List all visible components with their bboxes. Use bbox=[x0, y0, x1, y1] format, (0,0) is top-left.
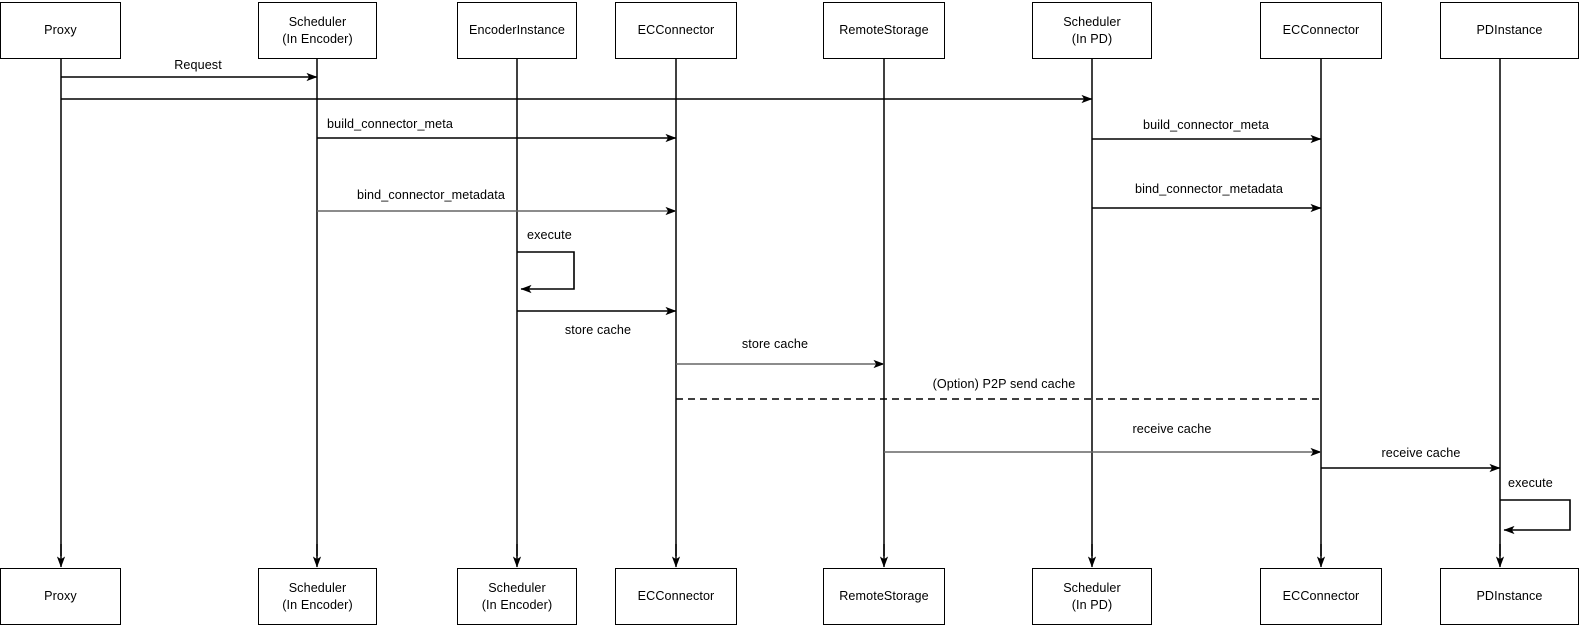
actor-box-bottom-ecconnector-pd[interactable]: ECConnector bbox=[1260, 568, 1382, 625]
messages-group bbox=[61, 72, 1571, 535]
actor-box-bottom-proxy[interactable]: Proxy bbox=[0, 568, 121, 625]
message-label-p2p-send-cache: (Option) P2P send cache bbox=[932, 377, 1076, 391]
actor-box-top-pd-instance[interactable]: PDInstance bbox=[1440, 2, 1579, 59]
actor-label: Scheduler(In Encoder) bbox=[282, 14, 353, 46]
actor-box-bottom-remote-storage[interactable]: RemoteStorage bbox=[823, 568, 945, 625]
actor-label-sub: (In PD) bbox=[1071, 31, 1113, 46]
actor-label: PDInstance bbox=[1476, 23, 1543, 38]
message-label-bind-meta-pd: bind_connector_metadata bbox=[1135, 182, 1283, 196]
message-label-receive-cache-pd: receive cache bbox=[1381, 446, 1461, 460]
actor-box-bottom-ecconnector-enc[interactable]: ECConnector bbox=[615, 568, 737, 625]
lifelines-group bbox=[56, 59, 1505, 568]
actor-box-bottom-pd-instance[interactable]: PDInstance bbox=[1440, 568, 1579, 625]
actor-box-top-scheduler-enc[interactable]: Scheduler(In Encoder) bbox=[258, 2, 377, 59]
actor-box-top-proxy[interactable]: Proxy bbox=[0, 2, 121, 59]
actor-box-bottom-scheduler-enc[interactable]: Scheduler(In Encoder) bbox=[258, 568, 377, 625]
actor-label: RemoteStorage bbox=[839, 589, 929, 604]
message-label-store-cache-remote: store cache bbox=[741, 337, 809, 351]
actor-box-top-remote-storage[interactable]: RemoteStorage bbox=[823, 2, 945, 59]
actor-label: Proxy bbox=[44, 589, 77, 604]
self-message-label-execute-pdinstance: execute bbox=[1508, 476, 1553, 490]
actor-label: Proxy bbox=[44, 23, 77, 38]
actor-label: PDInstance bbox=[1476, 589, 1543, 604]
actor-label: Scheduler(In Encoder) bbox=[282, 580, 353, 612]
actor-label-sub: (In PD) bbox=[1071, 597, 1113, 612]
actor-label: ECConnector bbox=[637, 589, 715, 604]
message-label-bind-meta-enc: bind_connector_metadata bbox=[357, 188, 505, 202]
actor-label: ECConnector bbox=[1282, 23, 1360, 38]
self-message-execute-pdinstance[interactable] bbox=[1500, 499, 1571, 535]
actor-box-top-ecconnector-pd[interactable]: ECConnector bbox=[1260, 2, 1382, 59]
actor-label-sub: (In Encoder) bbox=[481, 597, 553, 612]
actor-label: ECConnector bbox=[1282, 589, 1360, 604]
message-label-store-cache-enc: store cache bbox=[564, 323, 632, 337]
actor-label-sub: (In Encoder) bbox=[282, 597, 353, 612]
actor-label: RemoteStorage bbox=[839, 23, 929, 38]
actor-label-sub: (In Encoder) bbox=[282, 31, 353, 46]
message-label-build-meta-enc: build_connector_meta bbox=[327, 117, 453, 131]
actor-label: ECConnector bbox=[637, 23, 715, 38]
self-message-label-execute-encoder: execute bbox=[527, 228, 572, 242]
actor-box-bottom-encoder-instance[interactable]: Scheduler(In Encoder) bbox=[457, 568, 577, 625]
actor-label: Scheduler(In Encoder) bbox=[481, 580, 553, 612]
self-message-execute-encoder[interactable] bbox=[517, 251, 575, 294]
actor-label: EncoderInstance bbox=[468, 23, 565, 38]
actor-box-bottom-scheduler-pd[interactable]: Scheduler(In PD) bbox=[1032, 568, 1152, 625]
message-label-receive-cache-remote: receive cache bbox=[1132, 422, 1212, 436]
actor-label: Scheduler(In PD) bbox=[1063, 14, 1121, 46]
actor-box-top-scheduler-pd[interactable]: Scheduler(In PD) bbox=[1032, 2, 1152, 59]
actor-label: Scheduler(In PD) bbox=[1063, 580, 1121, 612]
actor-box-top-encoder-instance[interactable]: EncoderInstance bbox=[457, 2, 577, 59]
message-label-build-meta-pd: build_connector_meta bbox=[1143, 118, 1269, 132]
actor-box-top-ecconnector-enc[interactable]: ECConnector bbox=[615, 2, 737, 59]
message-label-request: Request bbox=[174, 58, 222, 72]
